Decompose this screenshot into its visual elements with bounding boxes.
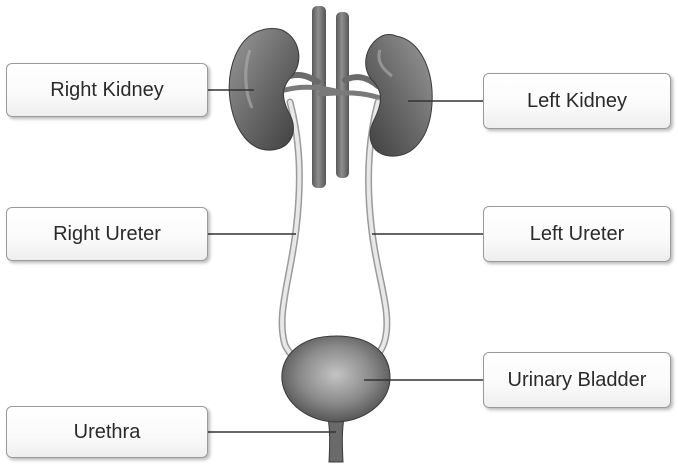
urinary-bladder-label: Urinary Bladder — [483, 352, 671, 408]
right-kidney-label: Right Kidney — [6, 63, 208, 117]
urethra-tube — [328, 418, 344, 462]
vena-cava — [312, 6, 326, 188]
left-renal-vessel-lower — [320, 93, 380, 98]
bladder — [282, 336, 390, 462]
right-ureter-label: Right Ureter — [6, 207, 208, 261]
left-kidney-label: Left Kidney — [483, 73, 671, 129]
urinary-bladder-shape — [282, 336, 390, 422]
urethra-label: Urethra — [6, 406, 208, 458]
left-ureter-label: Left Ureter — [483, 206, 671, 262]
